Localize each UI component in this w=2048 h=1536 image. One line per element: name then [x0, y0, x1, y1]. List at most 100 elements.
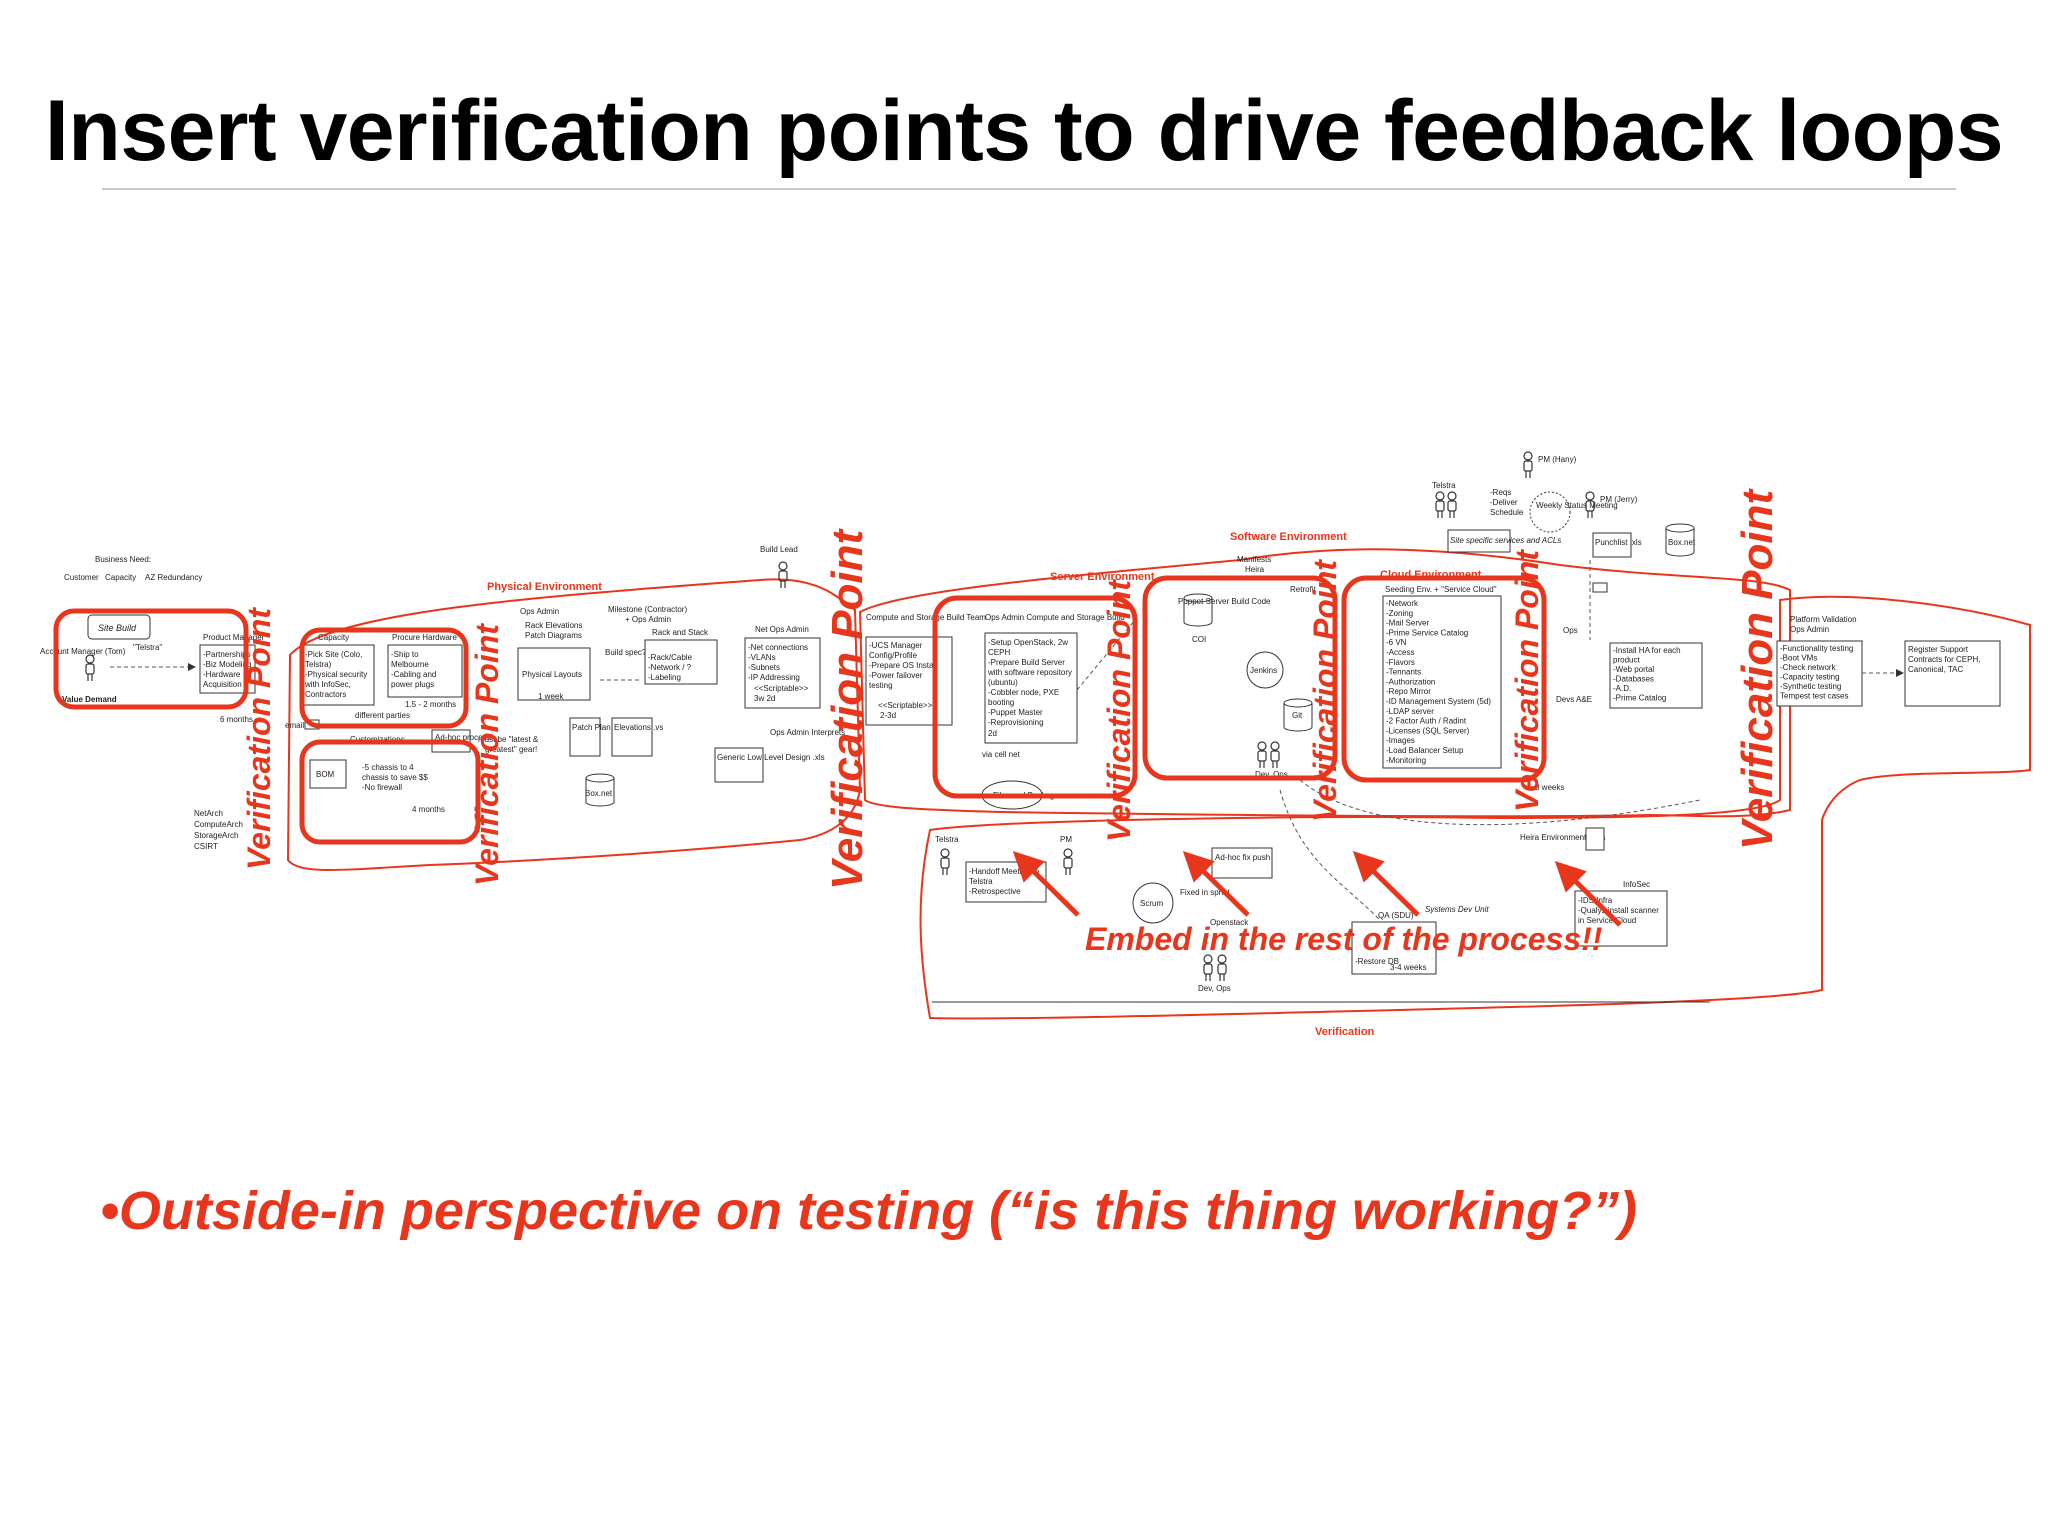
physical-layouts-label: Physical Layouts — [522, 670, 582, 679]
bom-label: BOM — [316, 770, 335, 779]
box-net-label: Box.net — [585, 789, 613, 798]
telstra-icon — [1435, 491, 1445, 519]
patch-plan-label: Patch Plan .xls — [572, 723, 625, 732]
ucs-item-7: 2-3d — [880, 711, 896, 720]
systems-dev-unit-label: Systems Dev Unit — [1425, 905, 1489, 914]
four-months-label: 4 months — [412, 805, 445, 814]
ucs-item-2: Config/Profile — [869, 651, 918, 660]
verification-point-6: Verification Point — [1509, 549, 1545, 812]
net-item-1: -Net connections — [748, 643, 808, 652]
software-environment-label: Software Environment — [1230, 531, 1347, 543]
embed-arrow-3 — [1352, 850, 1420, 917]
vp-highlight-cloud[interactable] — [1341, 575, 1547, 783]
six-months-label: 6 months — [220, 715, 253, 724]
rack-item-1: -Rack/Cable — [648, 653, 693, 662]
seeding-item-1: -Network — [1386, 599, 1419, 608]
physical-layouts-box — [517, 647, 591, 701]
procure-duration: 1.5 - 2 months — [405, 700, 456, 709]
coi-label: COI — [1192, 635, 1206, 644]
email-label: email — [285, 721, 304, 730]
devs-ae-label: Devs A&E — [1556, 695, 1592, 704]
vp-highlight-software[interactable] — [1142, 575, 1338, 781]
restore-db-label: -Restore DB — [1355, 957, 1399, 966]
handoff-item-3: -Retrospective — [969, 887, 1021, 896]
csirt-label: CSIRT — [194, 842, 218, 851]
generic-lld-doc — [714, 747, 764, 783]
elevations-label: Elevations .vs — [614, 723, 663, 732]
build-lead-icon — [778, 561, 788, 589]
ops-admin-label: Ops Admin — [520, 607, 559, 616]
punchlist-doc — [1592, 532, 1632, 558]
greatest-label: greatest" gear! — [485, 745, 537, 754]
business-need-label: Business Need: — [95, 555, 151, 564]
platform-validation-label: Platform Validation — [1790, 615, 1857, 624]
ha-item-2: product — [1613, 656, 1640, 665]
jenkins-cycle-icon — [1246, 651, 1284, 689]
scrum-cycle-icon — [1132, 882, 1174, 924]
vp-highlight-server[interactable] — [932, 595, 1138, 799]
vp-highlight-value-demand[interactable] — [53, 608, 249, 710]
pm-verif-icon — [1063, 848, 1073, 876]
register-item-3: Canonical, TAC — [1908, 665, 1964, 674]
procure-item-4: power plugs — [391, 680, 434, 689]
rack-item-2: -Network / ? — [648, 663, 692, 672]
az-redundancy-label: AZ Redundancy — [145, 573, 202, 582]
telstra-quote-label: "Telstra" — [133, 643, 162, 652]
compute-item-1: -Setup OpenStack, 2w — [988, 638, 1068, 647]
seeding-item-10: -Repo Mirror — [1386, 687, 1431, 696]
seeding-item-2: -Zoning — [1386, 609, 1413, 618]
seeding-item-7: -Flavors — [1386, 658, 1415, 667]
validation-item-3: -Check network — [1780, 663, 1837, 672]
compute-item-2: CEPH — [988, 648, 1010, 657]
pm-item-3: -Hardware — [203, 670, 241, 679]
seeding-item-16: -Load Balancer Setup — [1386, 746, 1464, 755]
capacity-label: Capacity — [318, 633, 349, 642]
ucs-item-4: -Power failover — [869, 671, 923, 680]
vp-highlight-bom[interactable] — [299, 739, 481, 845]
dev-ops-verif-label: Dev, Ops — [1198, 984, 1231, 993]
validation-environment-outline — [919, 595, 2031, 1020]
dev-ops-icon — [1257, 741, 1267, 769]
different-parties-label: different parties — [355, 711, 410, 720]
validation-item-4: -Capacity testing — [1780, 673, 1840, 682]
validation-list: -Functionality testing-Boot VMs-Check ne… — [1780, 644, 1853, 701]
net-item-3: -Subnets — [748, 663, 780, 672]
validation-box — [1776, 640, 1863, 707]
customer-label: Customer — [64, 573, 99, 582]
title-divider — [102, 188, 1956, 190]
openstack-label: Openstack — [1210, 918, 1249, 927]
telstra-label: Telstra — [1432, 481, 1456, 490]
punchlist-label: Punchlist .xls — [1595, 538, 1642, 547]
seeding-item-8: -Tennants — [1386, 668, 1421, 677]
pm-hany-label: PM (Hany) — [1538, 455, 1577, 464]
adhoc-process-label: Ad-hoc process — [435, 733, 491, 742]
vp-highlight-capacity[interactable] — [299, 627, 469, 729]
seeding-item-14: -Licenses (SQL Server) — [1386, 726, 1470, 735]
net-ops-box — [744, 637, 821, 709]
computearch-label: ComputeArch — [194, 820, 243, 829]
reqs-item-1: -Reqs — [1490, 488, 1511, 497]
patch-diagrams-label: Patch Diagrams — [525, 631, 582, 640]
ucs-box — [865, 636, 953, 726]
procure-hardware-label: Procure Hardware — [392, 633, 457, 642]
ha-item-3: -Web portal — [1613, 665, 1654, 674]
retrofit-label: Retrofit — [1290, 585, 1317, 594]
seeding-item-5: -6 VN — [1386, 638, 1407, 647]
build-lead-label: Build Lead — [760, 545, 798, 554]
net-item-5: <<Scriptable>> — [754, 684, 809, 693]
verification-point-3: Verification Point — [823, 527, 872, 890]
capacity-need-label: Capacity — [105, 573, 136, 582]
email-icon-2 — [1592, 582, 1608, 593]
ha-item-6: -Prime Catalog — [1613, 694, 1666, 703]
pm-verif-label: PM — [1060, 835, 1072, 844]
box-net-2-label: Box.net — [1668, 538, 1696, 547]
ha-item-5: -A.D. — [1613, 684, 1631, 693]
bom-item-2: chassis to save $$ — [362, 773, 428, 782]
jenkins-label: Jenkins — [1250, 666, 1277, 675]
ucs-item-6: <<Scriptable>> — [878, 701, 933, 710]
seeding-item-9: -Authorization — [1386, 677, 1435, 686]
weekly-status-label: Weekly Status Meeting — [1536, 501, 1618, 510]
seeding-item-4: -Prime Service Catalog — [1386, 628, 1468, 637]
verification-point-1: Verification Point — [241, 607, 277, 870]
